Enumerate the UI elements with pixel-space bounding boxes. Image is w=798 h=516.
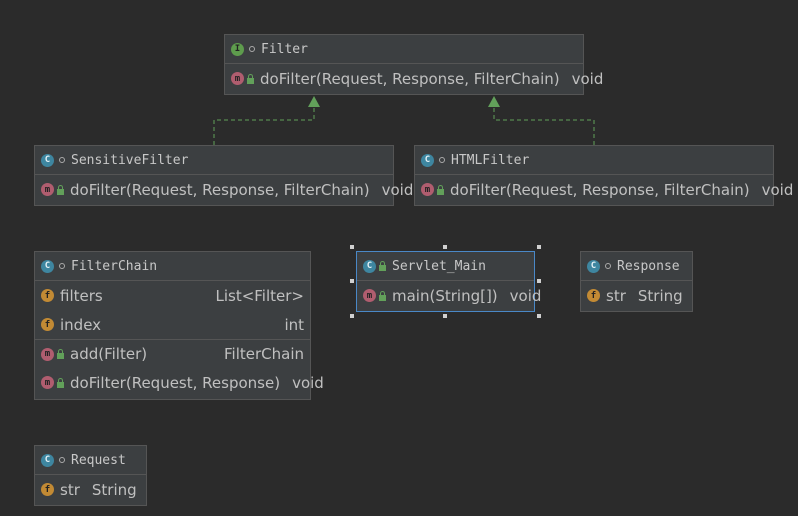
public-lock-icon [57, 349, 64, 359]
method-icon: m [363, 289, 376, 302]
method-row: m doFilter(Request, Response) void [35, 368, 324, 397]
method-name: doFilter(Request, Response, FilterChain) [260, 69, 560, 88]
class-name: SensitiveFilter [71, 152, 189, 168]
method-row: m doFilter(Request, Response, FilterChai… [225, 64, 603, 93]
field-type: String [91, 480, 137, 499]
visibility-icon [59, 157, 65, 163]
public-lock-icon [57, 184, 64, 195]
visibility-icon [439, 157, 445, 163]
field-icon: f [41, 289, 54, 302]
public-lock-icon [437, 184, 444, 195]
runnable-class-icon: C [363, 259, 376, 273]
selection-handle[interactable] [537, 279, 541, 283]
sensitivefilter-header: C SensitiveFilter [35, 146, 393, 175]
field-row: f str String [35, 475, 146, 504]
response-header: C Response [581, 252, 692, 281]
class-name: Filter [261, 41, 308, 57]
servlet-main-class-box[interactable]: C Servlet_Main m main(String[]) void [356, 251, 541, 312]
selection-handle[interactable] [350, 279, 354, 283]
method-icon: m [421, 183, 434, 196]
servlet-main-header: C Servlet_Main [357, 252, 534, 281]
interface-icon: I [231, 42, 244, 56]
method-name: doFilter(Request, Response, FilterChain) [450, 180, 750, 199]
method-name: doFilter(Request, Response, FilterChain) [70, 180, 370, 199]
field-name: index [60, 315, 102, 334]
class-icon: C [41, 453, 54, 467]
class-icon: C [41, 153, 54, 167]
class-name: HTMLFilter [451, 152, 530, 168]
htmlfilter-class-box[interactable]: C HTMLFilter m doFilter(Request, Respons… [414, 145, 793, 206]
sensitivefilter-class-box[interactable]: C SensitiveFilter m doFilter(Request, Re… [34, 145, 413, 206]
method-type: void [571, 69, 604, 88]
method-row: m add(Filter) FilterChain [35, 339, 310, 368]
class-name: FilterChain [71, 258, 158, 274]
selection-handle[interactable] [443, 314, 447, 318]
method-row: m main(String[]) void [357, 281, 541, 310]
public-lock-icon [379, 290, 386, 301]
field-name: str [606, 286, 626, 305]
filterchain-class-box[interactable]: C FilterChain f filters List<Filter> f i… [34, 251, 324, 400]
method-icon: m [231, 72, 244, 85]
field-icon: f [41, 483, 54, 496]
request-header: C Request [35, 446, 146, 475]
field-icon: f [587, 289, 600, 302]
method-type: void [509, 286, 542, 305]
public-lock-icon [57, 377, 64, 388]
field-row: f index int [35, 310, 310, 339]
class-icon: C [421, 153, 434, 167]
class-name: Servlet_Main [392, 258, 486, 274]
visibility-icon [59, 457, 65, 463]
selection-handle[interactable] [443, 245, 447, 249]
filter-header: I Filter [225, 35, 583, 64]
sensitive-to-filter-arrow [213, 106, 315, 145]
field-row: f filters List<Filter> [35, 281, 310, 310]
sensitive-arrowhead [308, 96, 320, 107]
response-class-box[interactable]: C Response f str String [580, 251, 693, 312]
selection-handle[interactable] [350, 314, 354, 318]
method-type: void [761, 180, 794, 199]
field-icon: f [41, 318, 54, 331]
field-type: List<Filter> [215, 286, 304, 305]
class-icon: C [41, 259, 54, 273]
method-icon: m [41, 183, 54, 196]
public-lock-icon [379, 261, 386, 271]
field-type: int [284, 315, 304, 334]
method-row: m doFilter(Request, Response, FilterChai… [35, 175, 413, 204]
visibility-icon [249, 46, 255, 52]
class-name: Request [71, 452, 126, 468]
method-type: void [381, 180, 414, 199]
field-type: String [637, 286, 683, 305]
public-lock-icon [247, 73, 254, 84]
selection-handle[interactable] [350, 245, 354, 249]
method-icon: m [41, 347, 54, 361]
method-type: void [292, 373, 324, 392]
selection-handle[interactable] [537, 245, 541, 249]
html-arrowhead [488, 96, 500, 107]
filterchain-header: C FilterChain [35, 252, 310, 281]
field-row: f str String [581, 281, 692, 310]
method-name: add(Filter) [70, 345, 148, 363]
method-name: main(String[]) [392, 286, 498, 305]
visibility-icon [605, 263, 611, 269]
htmlfilter-header: C HTMLFilter [415, 146, 773, 175]
method-type: FilterChain [224, 345, 304, 363]
selection-handle[interactable] [537, 314, 541, 318]
class-name: Response [617, 258, 680, 274]
html-to-filter-arrow [493, 106, 595, 145]
method-row: m doFilter(Request, Response, FilterChai… [415, 175, 793, 204]
method-icon: m [41, 376, 54, 389]
field-name: str [60, 480, 80, 499]
class-icon: C [587, 259, 600, 273]
visibility-icon [59, 263, 65, 269]
field-name: filters [60, 286, 103, 305]
filter-interface-box[interactable]: I Filter m doFilter(Request, Response, F… [224, 34, 603, 95]
method-name: doFilter(Request, Response) [70, 373, 281, 392]
request-class-box[interactable]: C Request f str String [34, 445, 147, 506]
